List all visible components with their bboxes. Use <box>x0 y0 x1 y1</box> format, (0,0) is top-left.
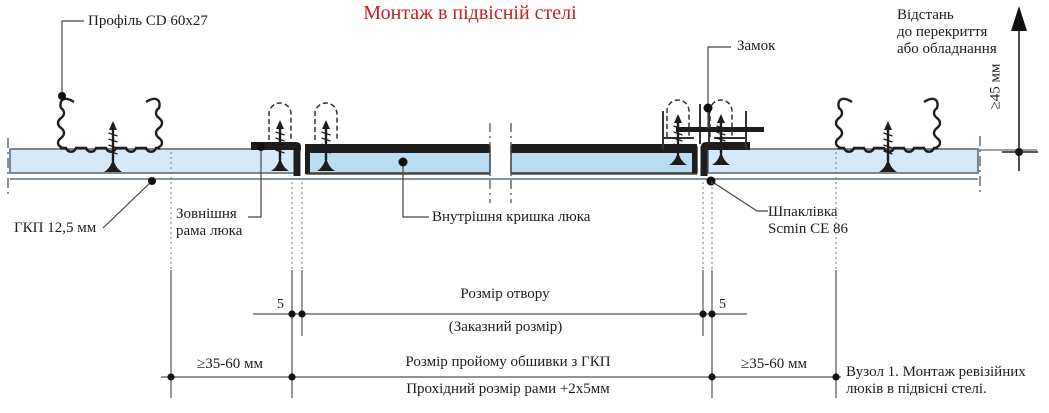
dim-edge-margin-right: ≥35-60 мм <box>741 356 807 372</box>
dimension-lines <box>161 313 841 378</box>
leader-lines <box>61 20 768 229</box>
callout-putty: Шпаклівка Scmin CE 86 <box>768 204 849 237</box>
dim-gap-left: 5 <box>277 297 284 312</box>
figure-caption: Вузол 1. Монтаж ревізійних люків в підві… <box>846 364 1026 397</box>
inner-hatch-cover <box>305 144 698 175</box>
dim-cladding-opening: Розмір пройому обшивки з ГКП <box>405 354 611 370</box>
clearance-arrow <box>1002 6 1038 171</box>
dimension-dots <box>167 310 840 381</box>
lock-mechanism <box>662 99 764 167</box>
dim-edge-margin-left: ≥35-60 мм <box>197 356 263 372</box>
callout-outer-frame: Зовнішня рама люка <box>176 206 243 239</box>
callout-clearance: Відстань до перекриття або обладнання <box>897 7 997 57</box>
cd-profile-left <box>56 97 164 153</box>
callout-lock: Замок <box>737 38 776 54</box>
dim-frame-passage: Прохідний розмір рами +2х5мм <box>406 381 610 397</box>
callout-inner-cover: Внутрішня кришка люка <box>432 209 591 225</box>
dim-gap-right: 5 <box>719 297 726 312</box>
break-symbol <box>489 123 512 203</box>
outer-hatch-frame-right <box>700 142 750 176</box>
callout-clearance-value: ≥45 мм <box>987 63 1004 110</box>
dim-order-size: (Заказний розмір) <box>448 319 563 335</box>
leader-dots <box>58 92 716 186</box>
ceiling-panel-right <box>707 148 979 174</box>
diagram-title: Монтаж в підвісній стелі <box>363 2 577 24</box>
dim-opening-size: Розмір отвору <box>460 286 550 302</box>
callout-profile-cd: Профіль CD 60x27 <box>88 13 208 29</box>
callout-gkp: ГКП 12,5 мм <box>14 220 97 236</box>
